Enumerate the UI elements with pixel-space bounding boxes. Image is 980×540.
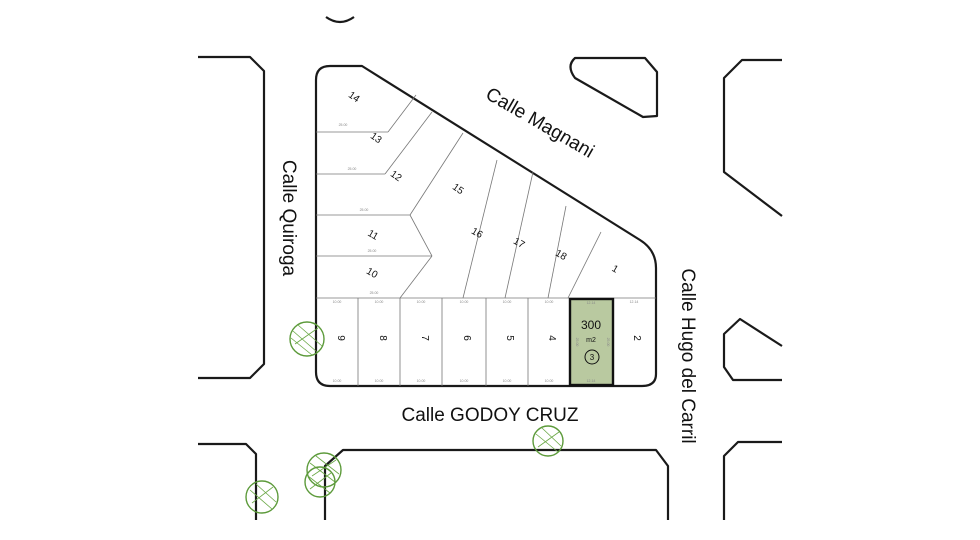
block-south <box>323 448 670 520</box>
dimension-labels: 10.00 10.00 10.00 10.00 10.00 10.00 12.1… <box>333 123 639 383</box>
lot-3-fill <box>568 297 615 387</box>
lot-number-16[interactable]: 16 <box>469 226 485 241</box>
block-west-top <box>198 55 266 380</box>
dim-frontage-4: 10.00 <box>460 300 469 304</box>
lot-number-7[interactable]: 7 <box>419 335 430 341</box>
lot-3-width-bottom: 12.14 <box>587 379 596 383</box>
block-west-bottom <box>198 442 258 520</box>
street-label-hugo-del-carril[interactable]: Calle Hugo del Carril <box>677 268 698 443</box>
lot-3-width-top: 12.14 <box>587 301 596 305</box>
lot-number-15[interactable]: 15 <box>450 182 466 198</box>
tree-icon <box>289 321 325 357</box>
tree-icon <box>245 480 279 514</box>
dim-frontage-6: 10.00 <box>545 300 554 304</box>
lot-number-14[interactable]: 14 <box>346 90 362 106</box>
lot-number-11[interactable]: 11 <box>366 228 381 243</box>
dim-west-2: 25.00 <box>348 167 357 171</box>
dim-bottom-5: 10.00 <box>503 379 512 383</box>
lot-number-8[interactable]: 8 <box>377 335 388 341</box>
street-labels: Calle Magnani Calle Quiroga Calle Hugo d… <box>278 84 698 444</box>
dim-bottom-4: 10.00 <box>460 379 469 383</box>
lot-number-2[interactable]: 2 <box>631 335 642 341</box>
lot-3-depth-right: 25.00 <box>606 338 610 347</box>
dim-frontage-2: 10.00 <box>375 300 384 304</box>
lot-3-depth-left: 25.00 <box>575 338 579 347</box>
highlighted-lot-3[interactable]: 300 m2 3 12.14 12.14 25.00 25.00 <box>568 297 615 387</box>
street-label-godoy-cruz[interactable]: Calle GODOY CRUZ <box>401 405 578 426</box>
tree-icon <box>304 466 336 498</box>
lot-3-number: 3 <box>590 353 595 362</box>
lot-number-13[interactable]: 13 <box>368 131 384 147</box>
lot-number-9[interactable]: 9 <box>335 335 346 341</box>
block-north-triangle <box>569 56 659 119</box>
lot-number-18[interactable]: 18 <box>553 248 569 263</box>
lot-3-area-unit: m2 <box>586 337 596 344</box>
lot-number-6[interactable]: 6 <box>461 335 472 341</box>
dim-corner: 12.14 <box>630 300 639 304</box>
lot-number-12[interactable]: 12 <box>388 169 404 185</box>
street-label-quiroga[interactable]: Calle Quiroga <box>278 160 299 277</box>
lot-number-10[interactable]: 10 <box>364 266 380 281</box>
dim-frontage-5: 10.00 <box>503 300 512 304</box>
main-block-outline <box>314 64 658 388</box>
lot-number-5[interactable]: 5 <box>504 335 515 341</box>
dim-bottom-6: 10.00 <box>545 379 554 383</box>
lot-number-17[interactable]: 17 <box>511 236 527 251</box>
lot-3-number-circle <box>584 349 600 365</box>
block-east-bottom <box>722 440 782 520</box>
dim-west-3: 25.00 <box>360 208 369 212</box>
block-east-middle <box>722 317 783 382</box>
dim-west-5: 25.00 <box>370 291 379 295</box>
dim-bottom-2: 10.00 <box>375 379 384 383</box>
tree-icon <box>532 425 564 457</box>
neighbor-blocks <box>198 16 783 520</box>
dim-frontage-1: 10.00 <box>333 300 342 304</box>
lot-number-4[interactable]: 4 <box>546 335 557 341</box>
lot-3-area: 300 <box>581 318 601 332</box>
dim-frontage-3: 10.00 <box>417 300 426 304</box>
dim-west-4: 25.00 <box>368 249 377 253</box>
dim-west-1: 25.00 <box>339 123 348 127</box>
trees <box>245 321 564 514</box>
dim-bottom-1: 10.00 <box>333 379 342 383</box>
dim-bottom-3: 10.00 <box>417 379 426 383</box>
roundabout-arc <box>325 16 355 24</box>
lot-number-1[interactable]: 1 <box>610 263 621 276</box>
block-east-top <box>722 58 783 217</box>
